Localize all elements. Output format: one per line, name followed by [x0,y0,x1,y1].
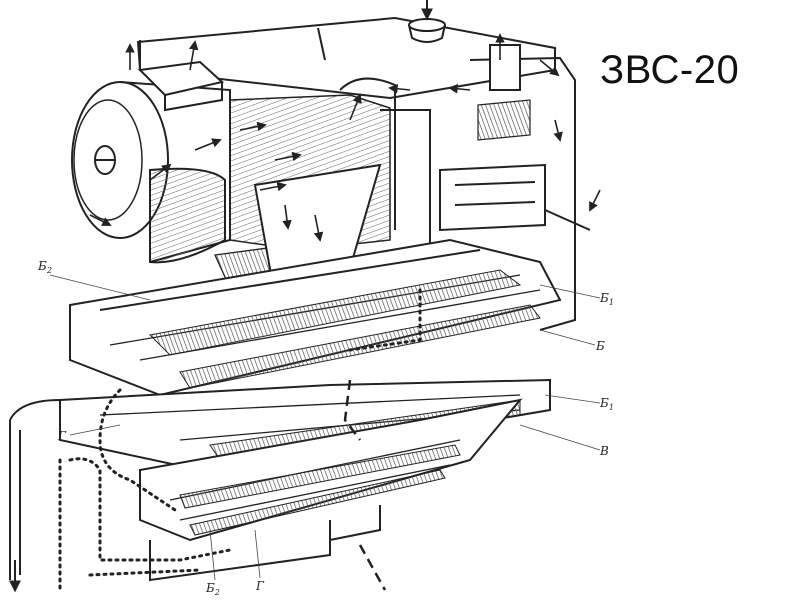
label-b2-top: Б2 [37,259,52,275]
label-leader-lines [49,274,601,581]
label-g-bottom: Г [255,579,265,593]
left-outlet-pipe [9,399,61,593]
label-b1-upper: Б1 [599,291,614,307]
label-b1-lower: Б1 [599,396,614,412]
label-b: Б [595,339,605,353]
fan-outlet [137,60,225,112]
upper-sieve-mesh [148,269,541,389]
label-b2-bottom: Б2 [205,581,220,597]
inlet-cup [408,0,446,43]
aspirator-column [439,44,591,331]
label-v: В [599,444,609,458]
dotted-flow-lines [58,288,422,592]
air-flow-arrows [89,33,601,242]
fan [71,81,231,264]
label-g-left: Г [57,429,67,443]
lower-sieve-mesh [179,444,461,536]
slide-title: ЗВС-20 [600,48,740,92]
dashed-flow-lines [343,379,387,591]
